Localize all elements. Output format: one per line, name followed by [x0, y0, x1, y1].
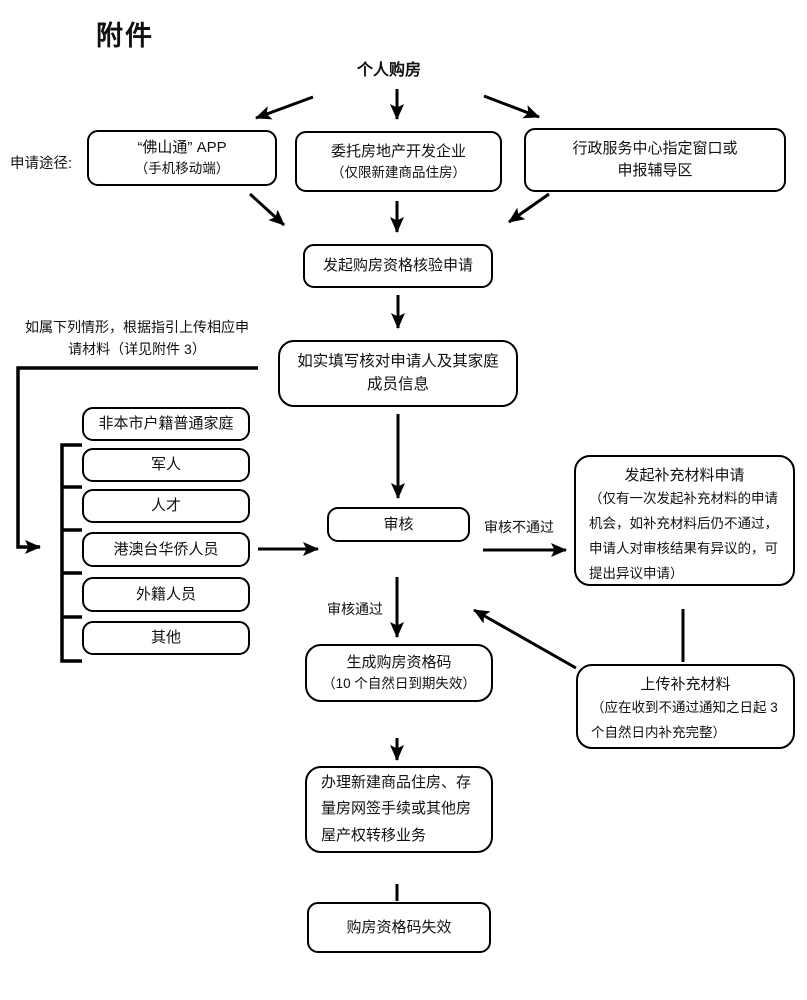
node-category-non-local-family: 非本市户籍普通家庭: [82, 407, 250, 441]
node-code-invalid-text: 购房资格码失效: [346, 918, 452, 936]
page-title: 附件: [96, 21, 154, 51]
node-foshantong-app-main: “佛山通” APP: [137, 139, 227, 157]
arrow-start-to-app: [255, 95, 314, 120]
node-service-center-line1: 行政服务中心指定窗口或: [572, 140, 738, 158]
node-code-invalid: 购房资格码失效: [307, 902, 491, 953]
start-label: 个人购房: [357, 62, 422, 79]
node-foshantong-app: “佛山通” APP （手机移动端）: [87, 130, 277, 186]
node-fill-info-line2: 成员信息: [366, 375, 429, 393]
node-handle-transfer-text: 办理新建商品住房、存量房网签手续或其他房屋产权转移业务: [321, 774, 472, 844]
node-qualification-code: 生成购房资格码 （10 个自然日到期失效）: [305, 644, 493, 702]
node-category-military: 军人: [82, 448, 250, 482]
node-supplement-request-main: 发起补充材料申请: [624, 467, 745, 484]
node-fill-info-line1: 如实填写核对申请人及其家庭: [297, 353, 499, 371]
upload-note-line2: 请材料（详见附件 3）: [68, 340, 206, 357]
node-upload-supplement: 上传补充材料 （应在收到不通过通知之日起 3 个自然日内补充完整）: [576, 664, 795, 749]
node-category-talent: 人才: [82, 489, 250, 523]
category-label: 其他: [150, 629, 181, 647]
arrow-service-to-initiate: [508, 192, 550, 224]
arrow-start-to-service: [483, 94, 540, 119]
category-label: 外籍人员: [135, 585, 196, 603]
category-label: 非本市户籍普通家庭: [98, 415, 234, 433]
node-initiate-verification: 发起购房资格核验申请: [303, 244, 493, 288]
node-qualification-code-sub: （10 个自然日到期失效）: [322, 676, 476, 692]
node-upload-supplement-sub: （应在收到不通过通知之日起 3 个自然日内补充完整）: [591, 699, 778, 740]
node-foshantong-app-sub: （手机移动端）: [134, 161, 230, 177]
node-category-other: 其他: [82, 621, 250, 655]
category-label: 港澳台华侨人员: [113, 540, 219, 558]
node-review: 审核: [327, 507, 470, 542]
node-supplement-request-sub: （仅有一次发起补充材料的申请机会，如补充材料后仍不通过，申请人对审核结果有异议的…: [589, 490, 778, 581]
upload-note-line1: 如属下列情形，根据指引上传相应申: [25, 319, 249, 335]
arrow-app-to-initiate: [248, 192, 286, 227]
node-developer: 委托房地产开发企业 （仅限新建商品住房）: [295, 131, 502, 192]
node-developer-sub: （仅限新建商品住房）: [331, 164, 466, 180]
category-label: 人才: [150, 497, 181, 515]
node-service-center-line2: 申报辅导区: [617, 162, 693, 179]
node-fill-info: 如实填写核对申请人及其家庭 成员信息: [278, 340, 518, 407]
node-qualification-code-main: 生成购房资格码: [346, 654, 452, 672]
categories-bracket: [60, 443, 82, 663]
node-review-text: 审核: [383, 515, 414, 533]
category-label: 军人: [150, 456, 181, 474]
node-category-foreigner: 外籍人员: [82, 577, 250, 612]
node-handle-transfer: 办理新建商品住房、存量房网签手续或其他房屋产权转移业务: [305, 766, 493, 853]
node-category-hmt-overseas: 港澳台华侨人员: [82, 532, 250, 567]
review-pass-label: 审核通过: [327, 601, 383, 617]
node-service-center: 行政服务中心指定窗口或 申报辅导区: [524, 128, 786, 192]
review-fail-label: 审核不通过: [484, 519, 554, 535]
node-upload-supplement-main: 上传补充材料: [640, 676, 731, 693]
node-developer-main: 委托房地产开发企业: [330, 142, 466, 160]
channel-label: 申请途径:: [10, 156, 73, 172]
upload-note: 如属下列情形，根据指引上传相应申 请材料（详见附件 3）: [4, 317, 270, 360]
node-initiate-verification-text: 发起购房资格核验申请: [322, 257, 473, 275]
node-supplement-request: 发起补充材料申请 （仅有一次发起补充材料的申请机会，如补充材料后仍不通过，申请人…: [574, 455, 795, 586]
